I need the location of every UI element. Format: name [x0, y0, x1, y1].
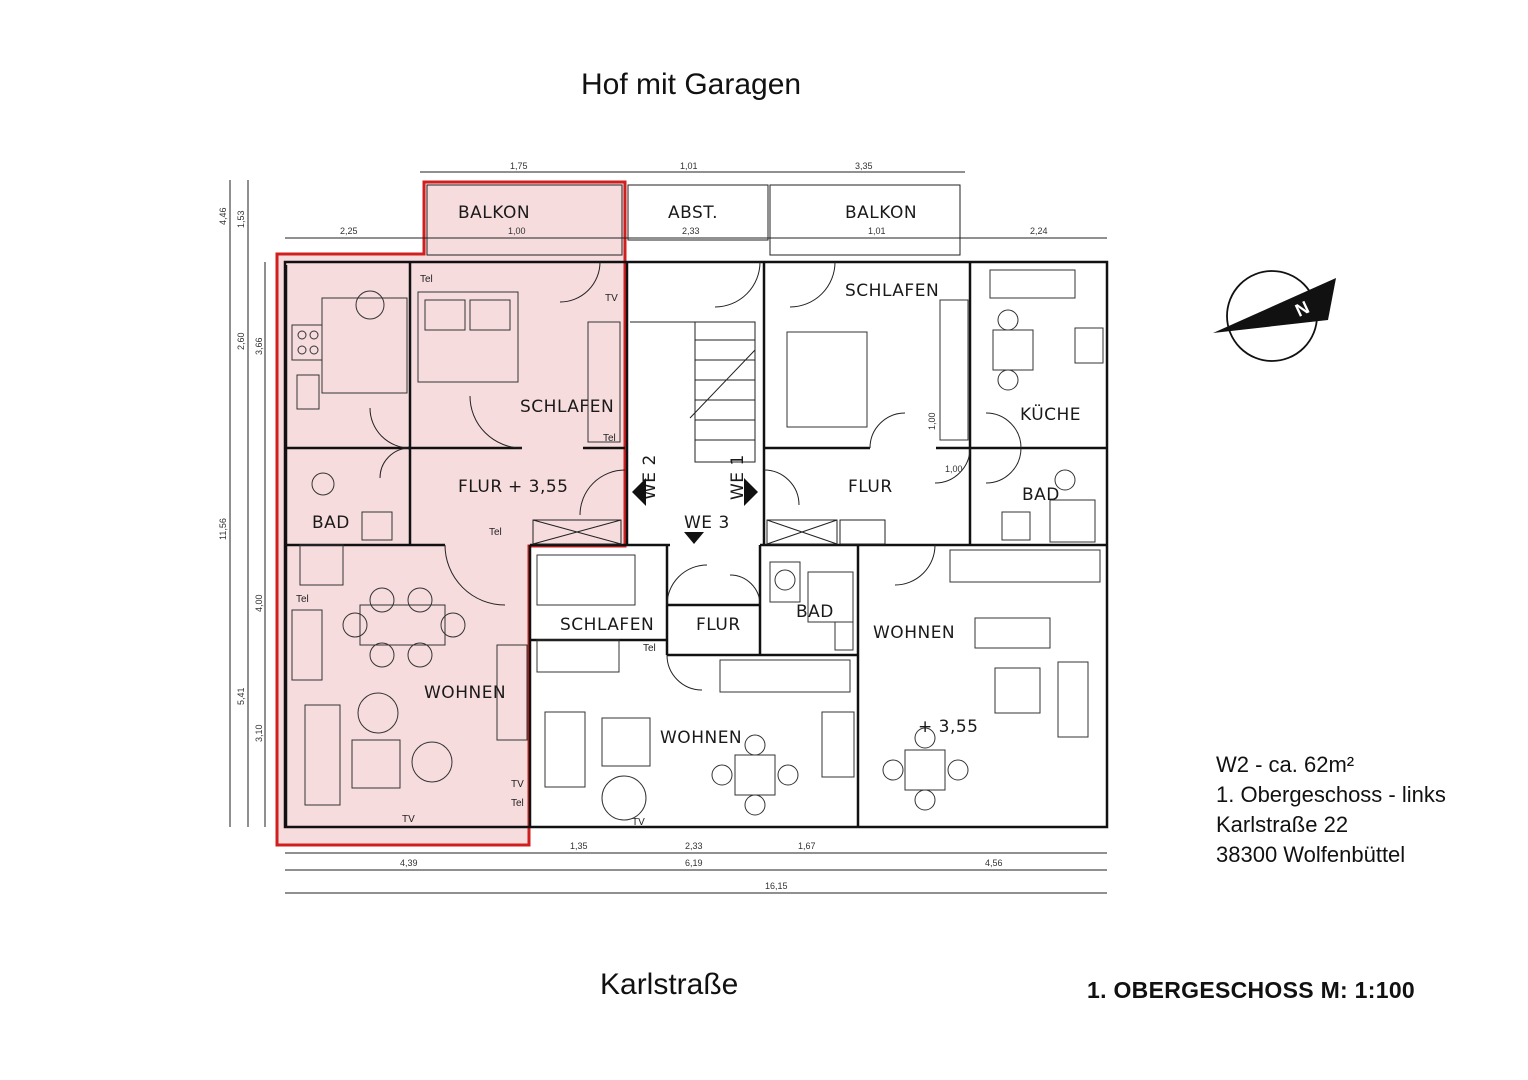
- dim-inner-0: 1,00: [927, 412, 937, 430]
- dim-small-0: 1,35: [570, 841, 588, 851]
- dim-top-0: 1,75: [510, 161, 528, 171]
- dim-top-1: 1,01: [680, 161, 698, 171]
- dim-left-0: 4,46: [218, 207, 228, 225]
- tv-mark: TV: [511, 779, 524, 790]
- room-abst: ABST.: [668, 203, 718, 223]
- dim-left-3: 3,66: [254, 337, 264, 355]
- room-kueche: KÜCHE: [1020, 403, 1081, 425]
- dim-left-6: 5,41: [236, 687, 246, 705]
- dim-small-2: 1,67: [798, 841, 816, 851]
- dim-row2-4: 2,24: [1030, 226, 1048, 236]
- room-schlafen-middle: SCHLAFEN: [560, 615, 654, 635]
- tel-mark: Tel: [296, 594, 309, 605]
- room-bad-left: BAD: [312, 513, 350, 533]
- room-wohnen-right: WOHNEN: [873, 623, 955, 643]
- door-swings: [369, 261, 1022, 691]
- info-unit: W2 - ca. 62m²: [1216, 752, 1355, 777]
- tv-mark: TV: [632, 817, 645, 828]
- room-wohnen-middle: WOHNEN: [660, 728, 742, 748]
- bottom-street-label: Karlstraße: [600, 968, 739, 1001]
- dim-bottom-1: 6,19: [685, 858, 703, 868]
- north-compass-icon: N: [1213, 270, 1336, 362]
- tel-mark: Tel: [603, 433, 616, 444]
- tel-mark: Tel: [511, 798, 524, 809]
- dim-left-7: 3,10: [254, 724, 264, 742]
- tv-mark: TV: [402, 814, 415, 825]
- level-left: + 3,55: [508, 477, 569, 497]
- room-flur-left: FLUR: [458, 477, 503, 497]
- dim-left-1: 1,53: [236, 210, 246, 228]
- entrance-arrows: [632, 478, 758, 544]
- entrance-we3: WE 3: [684, 513, 730, 533]
- entrance-we1: WE 1: [728, 454, 748, 500]
- tel-mark: Tel: [643, 643, 656, 654]
- room-wohnen-left: WOHNEN: [424, 683, 506, 703]
- room-labels: BALKON BALKON ABST. SCHLAFEN SCHLAFEN KÜ…: [312, 203, 1081, 748]
- apartment-info: W2 - ca. 62m² 1. Obergeschoss - links Ka…: [1216, 750, 1446, 870]
- scale-label: 1. OBERGESCHOSS M: 1:100: [1087, 977, 1416, 1003]
- dim-small-1: 2,33: [685, 841, 703, 851]
- tel-mark: Tel: [489, 527, 502, 538]
- dim-left-5: 4,00: [254, 594, 264, 612]
- info-floor: 1. Obergeschoss - links: [1216, 782, 1446, 807]
- dim-bottom-0: 4,39: [400, 858, 418, 868]
- room-balkon-left: BALKON: [458, 203, 530, 223]
- room-flur-right: FLUR: [848, 477, 893, 497]
- dimension-lines: [229, 171, 1107, 894]
- level-right: + 3,55: [918, 717, 979, 737]
- dimension-labels: 1,75 1,01 3,35 2,25 1,00 2,33 1,01 2,24 …: [218, 161, 1048, 891]
- dim-row2-3: 1,01: [868, 226, 886, 236]
- info-city: 38300 Wolfenbüttel: [1216, 842, 1406, 867]
- room-schlafen-left: SCHLAFEN: [520, 397, 614, 417]
- room-bad-middle: BAD: [796, 602, 834, 622]
- furniture: [291, 269, 1104, 821]
- dim-bottom-total: 16,15: [765, 881, 788, 891]
- dim-left-2: 2,60: [236, 332, 246, 350]
- tv-mark: TV: [605, 293, 618, 304]
- dim-row2-0: 2,25: [340, 226, 358, 236]
- building-walls: [283, 184, 1109, 829]
- tel-mark: Tel: [420, 274, 433, 285]
- room-flur-middle: FLUR: [696, 615, 741, 635]
- tel-tv-marks: Tel Tel Tel Tel Tel Tel TV TV TV TV: [296, 274, 656, 828]
- room-balkon-right: BALKON: [845, 203, 917, 223]
- dim-row2-1: 1,00: [508, 226, 526, 236]
- info-street: Karlstraße 22: [1216, 812, 1349, 837]
- top-street-label: Hof mit Garagen: [581, 68, 802, 101]
- dim-left-4: 11,56: [218, 518, 228, 540]
- dim-bottom-2: 4,56: [985, 858, 1003, 868]
- highlighted-apartment-area: [275, 180, 627, 847]
- room-bad-right: BAD: [1022, 485, 1060, 505]
- dim-row2-2: 2,33: [682, 226, 700, 236]
- dim-inner-1: 1,00: [945, 464, 963, 474]
- dim-top-2: 3,35: [855, 161, 873, 171]
- room-schlafen-right: SCHLAFEN: [845, 281, 939, 301]
